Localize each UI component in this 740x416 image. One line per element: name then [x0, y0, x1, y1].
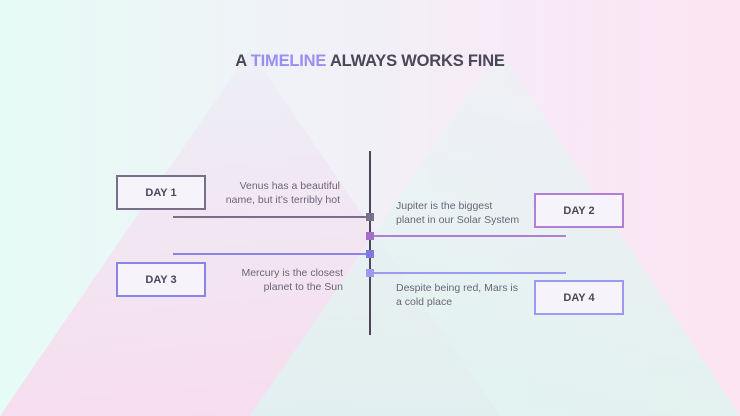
title-suffix: ALWAYS WORKS FINE: [326, 52, 505, 70]
day-1-line-1: Venus has a beautiful: [239, 180, 340, 192]
day-3-description: Mercury is the closest planet to the Sun: [200, 267, 343, 294]
day-2-description: Jupiter is the biggest planet in our Sol…: [396, 200, 536, 227]
bg-triangle-right: [250, 50, 740, 416]
day-4-line-1: Despite being red, Mars is: [396, 282, 518, 294]
day-1-label: DAY 1: [145, 186, 177, 199]
day-4-line-2: a cold place: [396, 295, 453, 308]
day-2-line-2: planet in our Solar System: [396, 213, 520, 226]
marker-day-1: [366, 213, 374, 221]
day-4-label: DAY 4: [563, 291, 595, 304]
day-2-box: DAY 2: [534, 193, 624, 228]
day-3-label: DAY 3: [145, 273, 177, 286]
day-3-line-2: planet to the Sun: [263, 280, 343, 293]
day-2-label: DAY 2: [563, 204, 595, 217]
title-highlight: TIMELINE: [250, 52, 327, 70]
day-2-line-1: Jupiter is the biggest: [396, 200, 493, 212]
day-1-description: Venus has a beautiful name, but it’s ter…: [200, 180, 340, 207]
marker-day-2: [366, 232, 374, 240]
day-1-line-2: name, but it’s terribly hot: [225, 193, 340, 206]
day-4-box: DAY 4: [534, 280, 624, 315]
day-1-box: DAY 1: [116, 175, 206, 210]
day-4-description: Despite being red, Mars is a cold place: [396, 282, 536, 309]
day-3-box: DAY 3: [116, 262, 206, 297]
marker-day-3: [366, 250, 374, 258]
title-prefix: A: [235, 52, 251, 70]
day-3-line-1: Mercury is the closest: [241, 267, 343, 279]
page-title: A TIMELINE ALWAYS WORKS FINE: [0, 52, 740, 71]
marker-day-4: [366, 269, 374, 277]
